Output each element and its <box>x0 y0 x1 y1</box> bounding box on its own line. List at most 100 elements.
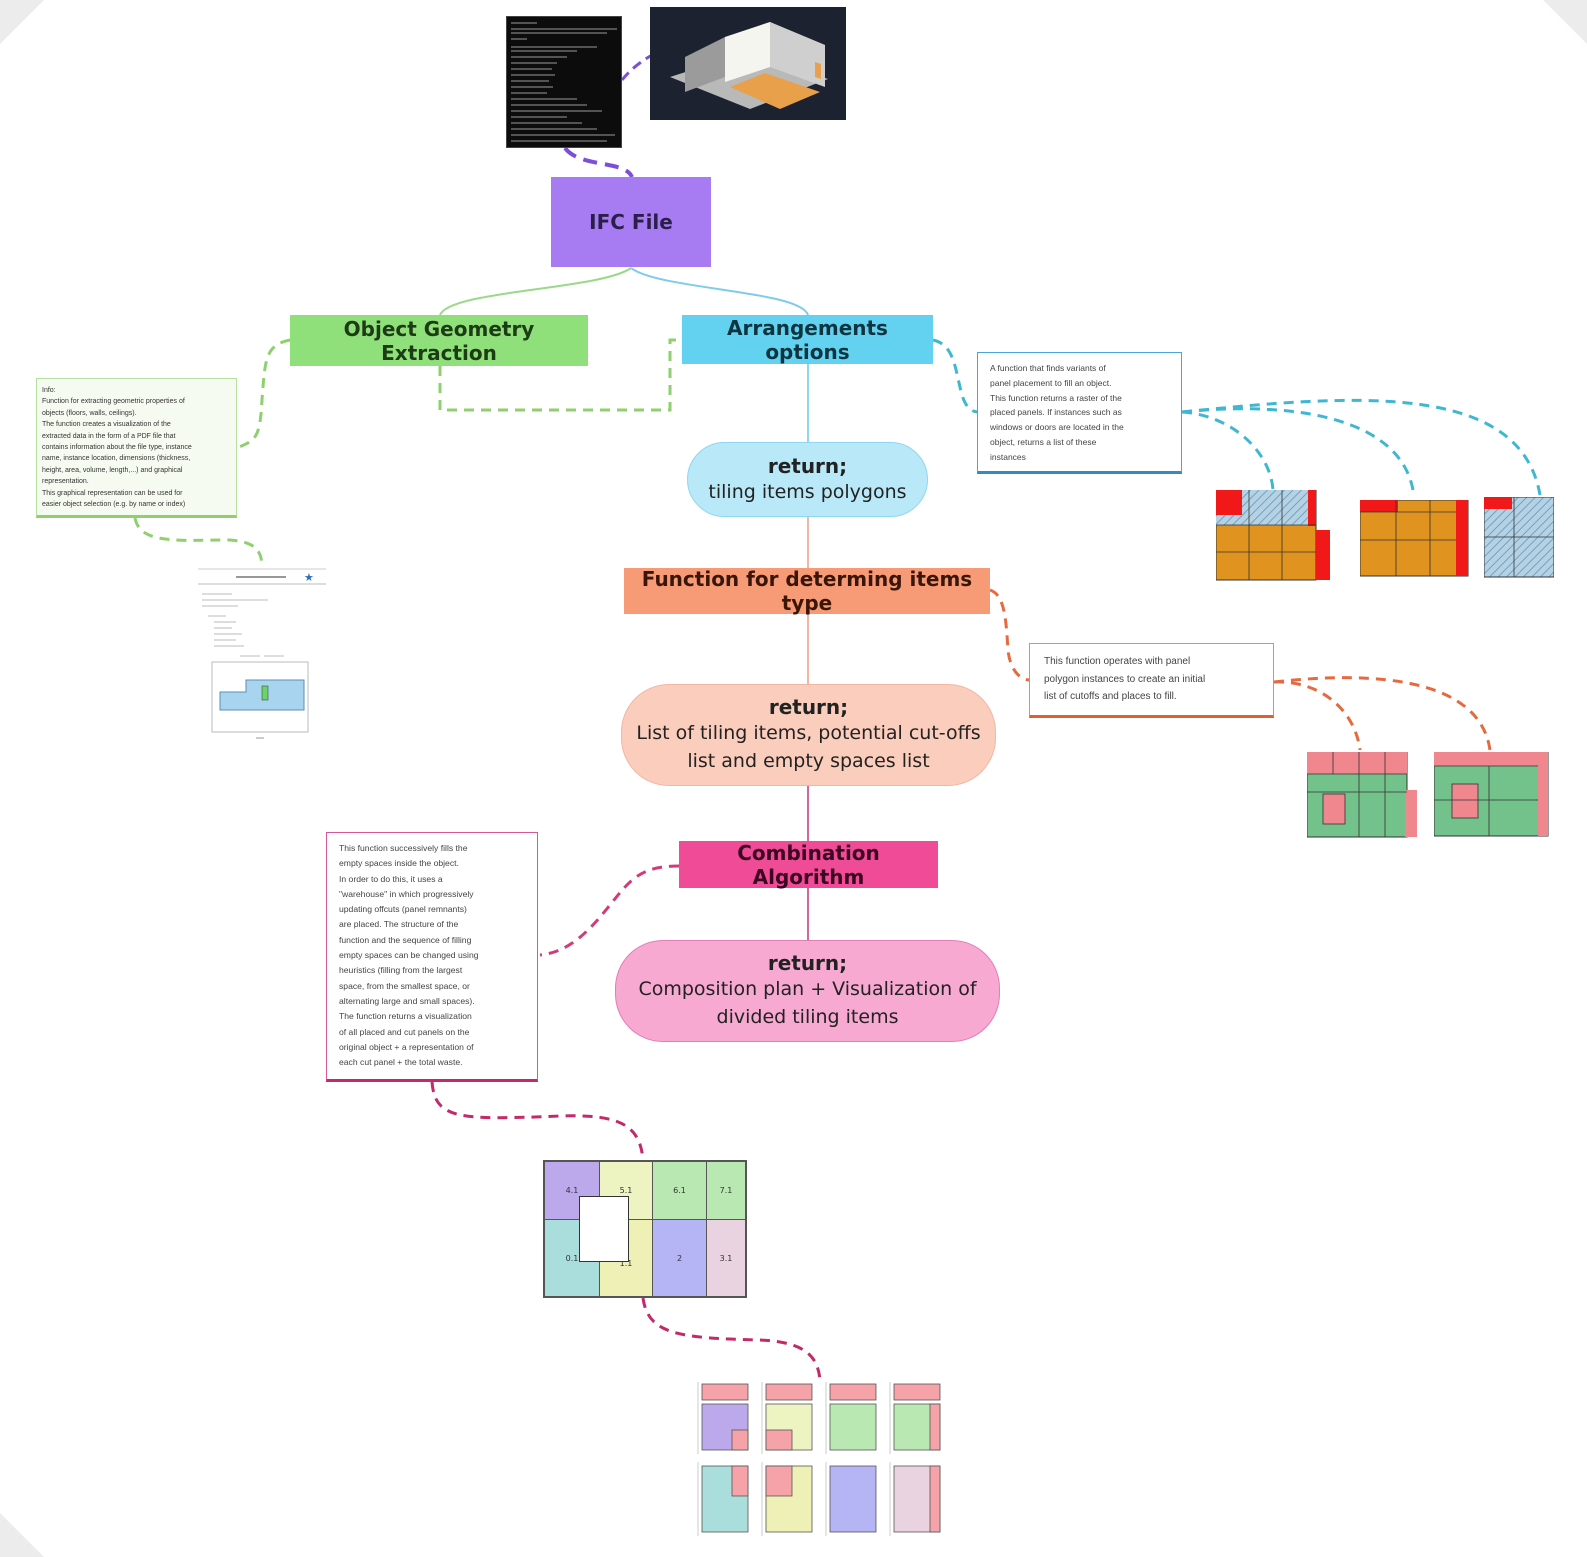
link-oge-arr <box>438 338 682 412</box>
ifc-file-label: IFC File <box>589 210 673 234</box>
combination-note: This function successively fills the emp… <box>326 832 538 1082</box>
terminal-thumbnail <box>506 16 622 148</box>
note-line: are placed. The structure of the <box>339 919 459 930</box>
note-line: This function returns a raster of the <box>990 392 1122 403</box>
link-ifc-oge <box>439 267 632 316</box>
note-line: heuristics (filling from the largest <box>339 965 463 976</box>
cutoff-variant-1-drawing <box>1306 751 1417 838</box>
arrangements-options-node[interactable]: Arrangements options <box>682 315 933 364</box>
pdf-report-thumbnail: ★ <box>196 566 328 750</box>
link-info-pdf <box>133 517 264 569</box>
note-line: objects (floors, walls, ceilings). <box>42 409 137 417</box>
return-text-line1: List of tiling items, potential cut-offs <box>636 722 981 744</box>
note-line: object, returns a list of these <box>990 436 1097 447</box>
note-line: Info: <box>42 387 56 394</box>
note-line: panel placement to fill an object. <box>990 377 1112 388</box>
link-ifc-arr <box>630 267 809 316</box>
return-text-line1: Composition plan + Visualization of <box>638 978 977 1000</box>
panel-cell: 6.1 <box>653 1162 707 1220</box>
link-note-img2 <box>1181 407 1415 491</box>
note-line: name, instance location, dimensions (thi… <box>42 455 191 463</box>
link-oge-info <box>236 338 291 450</box>
arrangement-variant-2 <box>1359 499 1472 578</box>
window-opening <box>579 1196 629 1262</box>
note-line: contains information about the file type… <box>42 444 192 452</box>
note-line: placed panels. If instances such as <box>990 407 1122 418</box>
link-note-layout <box>430 1081 645 1161</box>
return-text-line2: divided tiling items <box>716 1006 899 1028</box>
terminal-text-lines <box>511 22 617 142</box>
note-line: "warehouse" in which progressively <box>339 888 474 899</box>
note-line: polygon instances to create an initial <box>1044 673 1206 685</box>
return-composition-plan-node[interactable]: return; Composition plan + Visualization… <box>615 940 1000 1042</box>
svg-text:★: ★ <box>304 571 314 584</box>
note-line: original object + a representation of <box>339 1041 474 1052</box>
combination-algorithm-label: Combination Algorithm <box>737 840 880 889</box>
link-types-img2 <box>1273 676 1492 751</box>
link-note-img3 <box>1181 398 1542 496</box>
return-tiling-items-list-node[interactable]: return; List of tiling items, potential … <box>621 684 996 786</box>
return-text: tiling items polygons <box>708 480 907 503</box>
object-geometry-extraction-label: Object Geometry Extraction <box>343 316 535 365</box>
cutoff-variant-1 <box>1306 751 1417 840</box>
panel-cell: 3.1 <box>707 1220 745 1296</box>
object-geometry-extraction-node[interactable]: Object Geometry Extraction <box>290 315 588 366</box>
return-keyword: return; <box>767 951 848 975</box>
pdf-report-drawing: ★ <box>198 568 326 739</box>
note-line: This function operates with panel <box>1044 656 1191 667</box>
note-line: The function returns a visualization <box>339 1011 472 1022</box>
note-line: In order to do this, it uses a <box>339 873 443 884</box>
link-arr-note <box>932 338 979 414</box>
cut-panels-grid <box>696 1380 948 1540</box>
link-layout-panels <box>641 1297 822 1381</box>
return-text-line2: list and empty spaces list <box>687 750 930 772</box>
arrangement-variant-3 <box>1483 496 1555 579</box>
arrangement-variant-3-drawing <box>1483 496 1555 578</box>
function-determing-items-type-node[interactable]: Function for determing items type <box>624 567 990 615</box>
note-line: list of cutoffs and places to fill. <box>1044 691 1177 702</box>
room-3d-drawing <box>670 22 828 109</box>
link-types-img1 <box>1273 680 1362 751</box>
note-line: windows or doors are located in the <box>990 422 1124 433</box>
link-note-img1 <box>1181 410 1275 491</box>
note-line: representation. <box>42 478 89 486</box>
note-line: each cut panel + the total waste. <box>339 1057 463 1068</box>
note-line: of all placed and cut panels on the <box>339 1026 470 1037</box>
note-line: The function creates a visualization of … <box>42 421 171 429</box>
note-line: instances <box>990 451 1026 462</box>
arrangements-options-label: Arrangements options <box>727 315 888 364</box>
function-determing-items-type-label: Function for determing items type <box>641 567 973 615</box>
cutoff-variant-2-drawing <box>1433 751 1549 837</box>
note-line: alternating large and small spaces). <box>339 995 475 1006</box>
note-line: Function for extracting geometric proper… <box>42 398 185 406</box>
ifc-file-node[interactable]: IFC File <box>551 177 711 267</box>
return-tiling-polygons-node[interactable]: return; tiling items polygons <box>687 442 928 517</box>
return-keyword: return; <box>767 453 848 478</box>
panel-cell: 2 <box>653 1220 707 1296</box>
arrangement-variant-1 <box>1215 489 1332 582</box>
panel-layout-visualization: 4.1 5.1 6.1 7.1 0.1 1.1 2 3.1 <box>543 1160 747 1298</box>
info-note: Info: Function for extracting geometric … <box>36 378 237 518</box>
note-line: A function that finds variants of <box>990 363 1106 373</box>
note-line: This function successively fills the <box>339 843 468 853</box>
combination-algorithm-node[interactable]: Combination Algorithm <box>679 840 938 889</box>
room-3d-thumbnail <box>650 7 846 120</box>
types-note: This function operates with panel polygo… <box>1029 643 1274 718</box>
panel-cell: 7.1 <box>707 1162 745 1220</box>
cutoff-variant-2 <box>1433 751 1552 838</box>
note-line: updating offcuts (panel remnants) <box>339 904 467 915</box>
arrangement-variant-2-drawing <box>1359 499 1469 577</box>
note-line: height, area, volume, length,...) and gr… <box>42 466 183 474</box>
return-keyword: return; <box>768 695 849 719</box>
note-line: easier object selection (e.g. by name or… <box>42 501 186 509</box>
note-line: This graphical representation can be use… <box>42 489 183 497</box>
link-fdt-note <box>989 588 1031 682</box>
note-line: function and the sequence of filling <box>339 934 472 945</box>
arrangement-note: A function that finds variants of panel … <box>977 352 1182 474</box>
note-line: empty spaces can be changed using <box>339 950 479 961</box>
arrangement-variant-1-drawing <box>1215 489 1330 581</box>
cut-panels-drawing <box>697 1382 941 1536</box>
link-images <box>620 53 653 81</box>
note-line: extracted data in the form of a PDF file… <box>42 432 176 440</box>
